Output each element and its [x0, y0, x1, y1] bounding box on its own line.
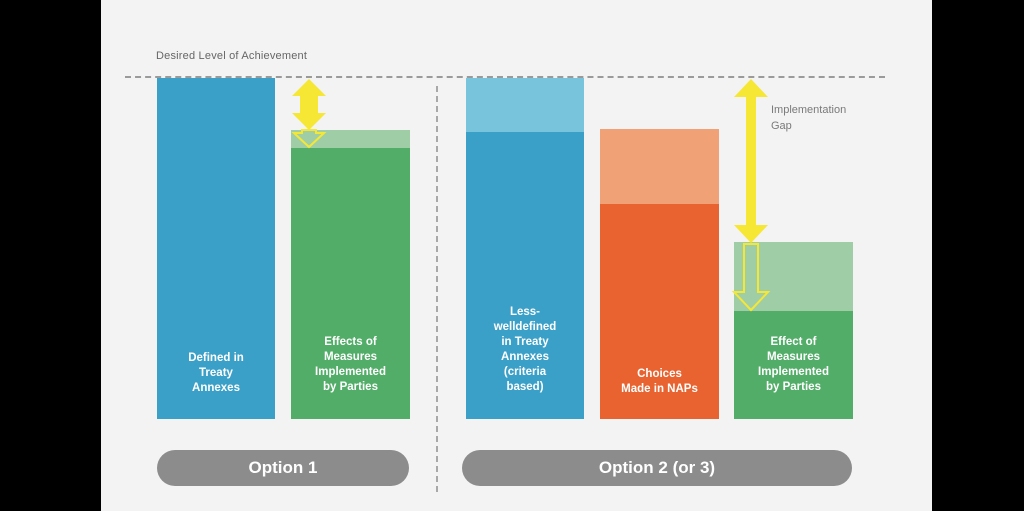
option-2-pill[interactable]: Option 2 (or 3): [462, 450, 852, 486]
bar-effects-potential: [291, 130, 410, 148]
option-1-pill[interactable]: Option 1: [157, 450, 409, 486]
bar-choices-potential: [600, 129, 719, 204]
implementation-gap-label: Implementation Gap: [771, 104, 847, 132]
bar-defined-label: Defined in Treaty Annexes: [188, 352, 244, 394]
bar-effect-label: Effect of Measures Implemented by Partie…: [758, 336, 829, 393]
bar-effects-of-measures: Effects of Measures Implemented by Parti…: [291, 148, 410, 419]
hollow-down-arrow-icon-option2: [731, 243, 771, 312]
option-divider-line: [436, 86, 438, 492]
implementation-gap-arrow-icon: [734, 79, 768, 243]
bar-lessdefined-in-treaty-annexes: Less- welldefined in Treaty Annexes (cri…: [466, 132, 584, 419]
double-arrow-icon-option1: [292, 79, 326, 130]
bar-effects-label: Effects of Measures Implemented by Parti…: [315, 336, 386, 393]
bar-defined-in-treaty-annexes: Defined in Treaty Annexes: [157, 78, 275, 419]
bar-lessdefined-potential: [466, 78, 584, 132]
bar-choices-made-in-naps: Choices Made in NAPs: [600, 204, 719, 419]
bar-effect-potential: [734, 242, 853, 311]
desired-level-label: Desired Level of Achievement: [156, 50, 308, 62]
desired-level-line: [125, 76, 885, 78]
bar-choices-label: Choices Made in NAPs: [621, 368, 698, 395]
hollow-down-arrow-icon-option1: [291, 129, 327, 149]
bar-lessdefined-label: Less- welldefined in Treaty Annexes (cri…: [493, 306, 557, 393]
bar-effect-of-measures: Effect of Measures Implemented by Partie…: [734, 311, 853, 419]
